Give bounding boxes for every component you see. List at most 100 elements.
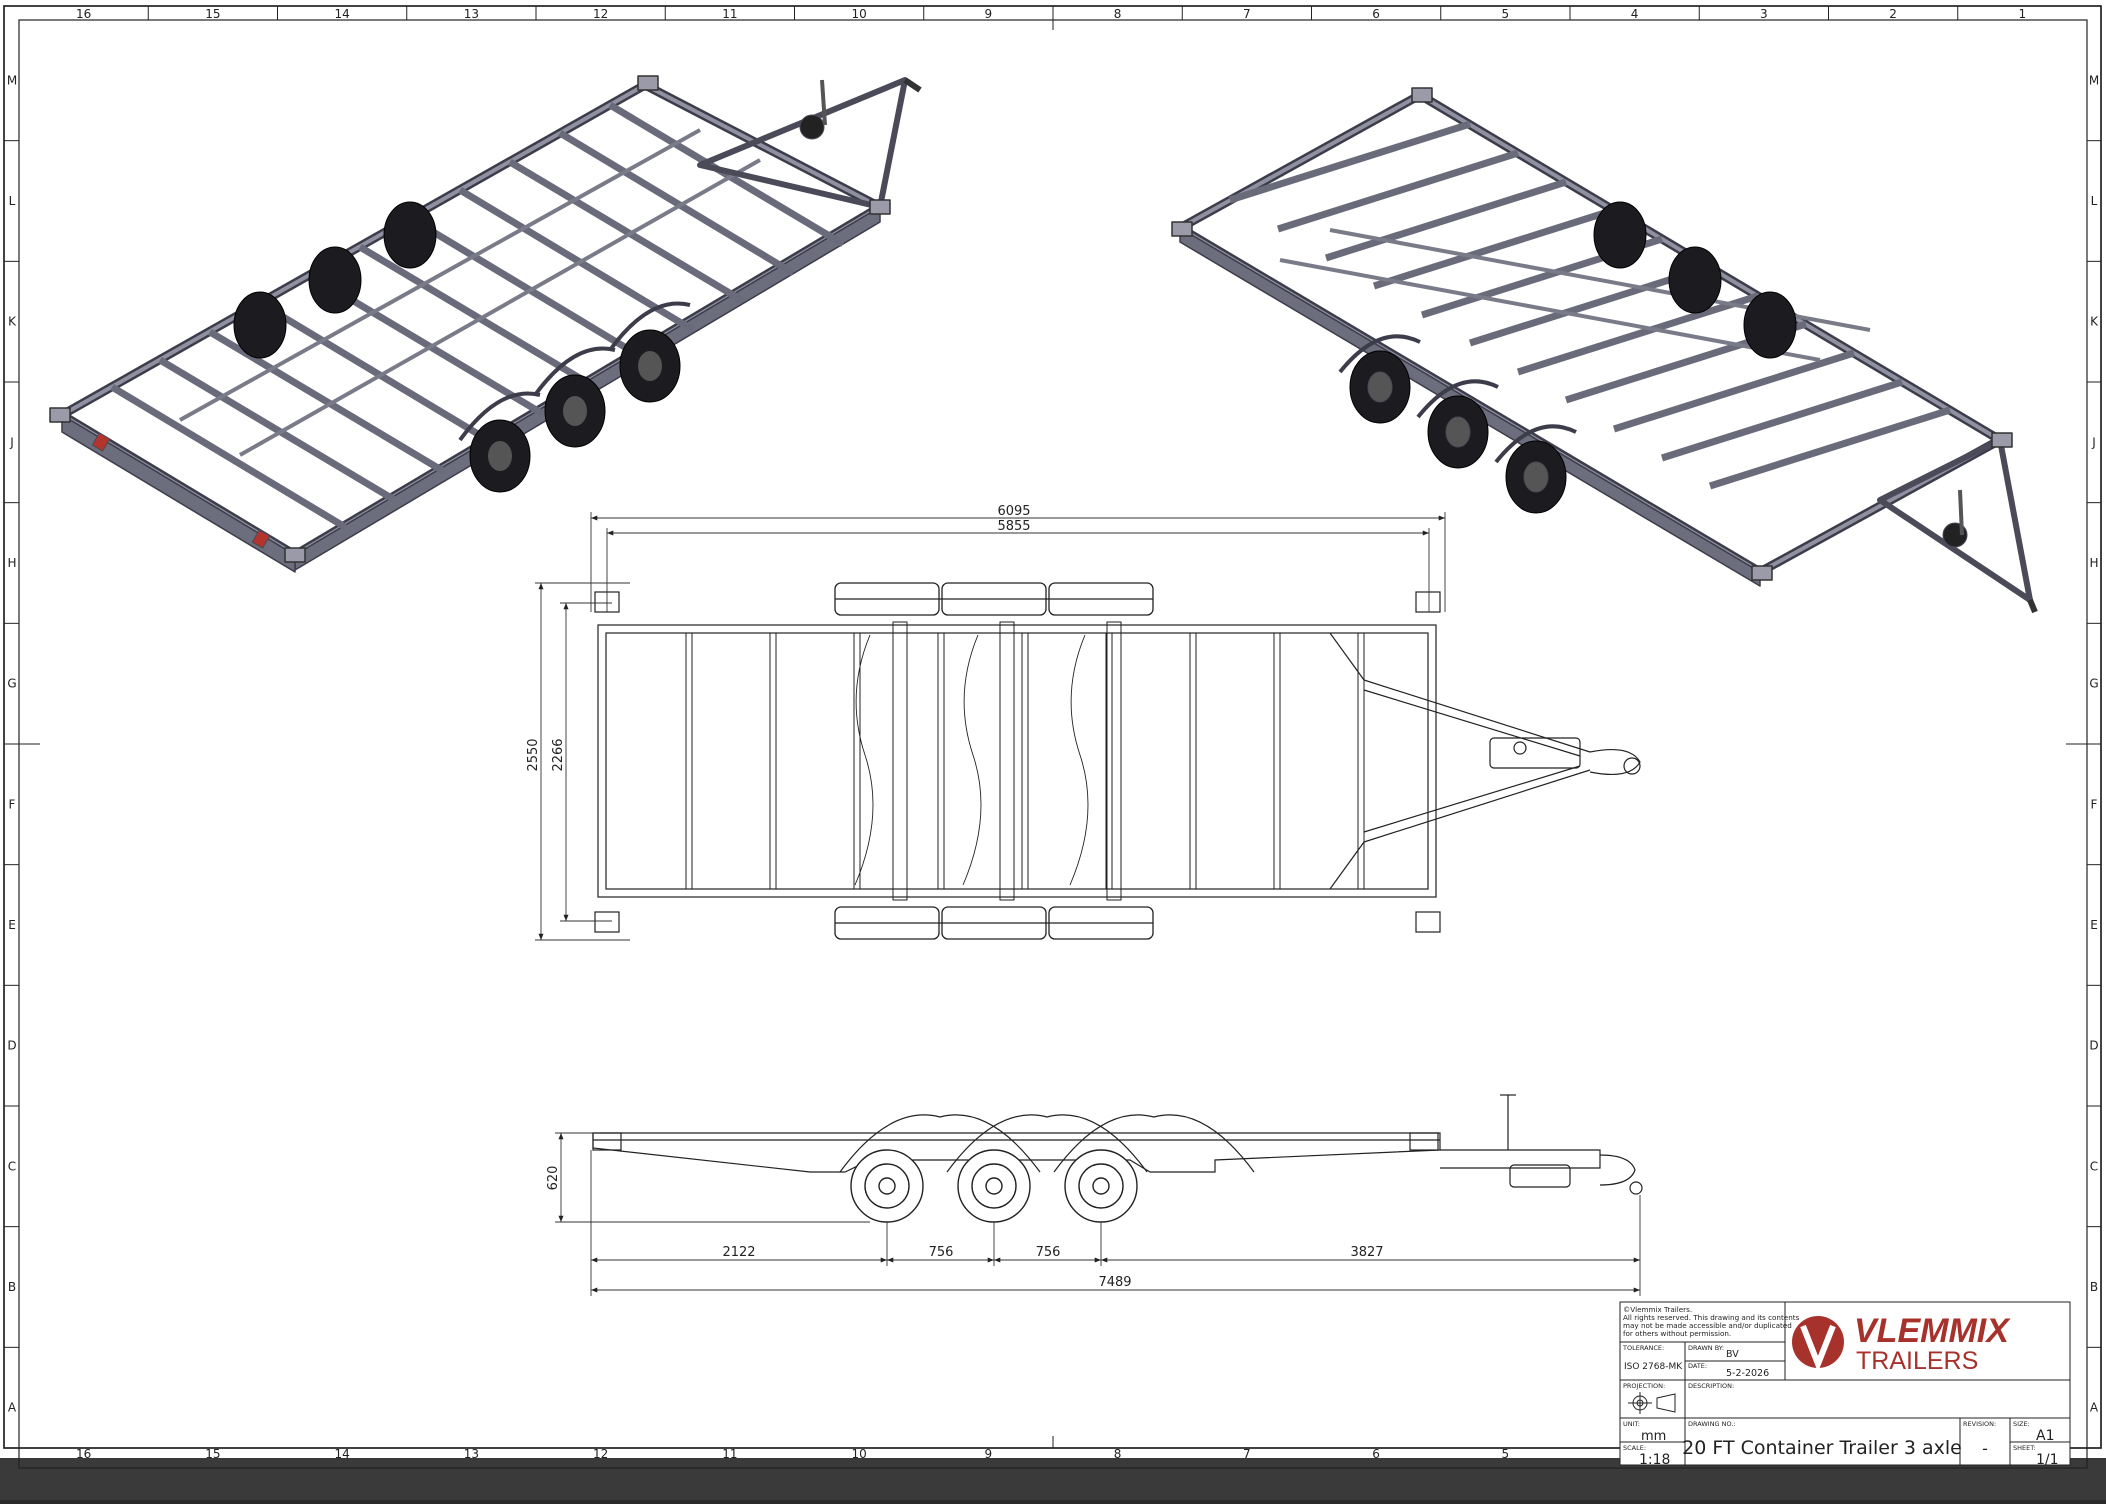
row-label-left: L [9, 194, 16, 208]
column-label-top: 8 [1114, 7, 1122, 21]
column-label-top: 13 [464, 7, 479, 21]
column-label-bottom: 12 [593, 1447, 608, 1461]
column-label-top: 2 [1889, 7, 1897, 21]
copyright-line-3: may not be made accessible and/or duplic… [1623, 1321, 1792, 1330]
sheet-value: 1/1 [2036, 1452, 2059, 1468]
row-label-right: J [2091, 435, 2096, 449]
column-label-top: 4 [1631, 7, 1639, 21]
scale-value: 1:18 [1639, 1452, 1670, 1468]
column-label-top: 6 [1372, 7, 1380, 21]
column-label-top: 7 [1243, 7, 1251, 21]
date-value: 5-2-2026 [1726, 1368, 1769, 1379]
drawing-no-label: DRAWING NO.: [1688, 1420, 1736, 1428]
date-label: DATE: [1688, 1362, 1707, 1370]
size-label: SIZE: [2013, 1420, 2030, 1428]
column-label-top: 14 [334, 7, 349, 21]
dim-overall-length: 6095 [997, 504, 1030, 519]
dim-axle-to-coupling: 3827 [1350, 1245, 1383, 1260]
column-label-bottom: 16 [76, 1447, 91, 1461]
column-label-bottom: 15 [205, 1447, 220, 1461]
column-label-bottom: 13 [464, 1447, 479, 1461]
column-label-bottom: 6 [1372, 1447, 1380, 1461]
row-label-left: C [8, 1159, 16, 1173]
row-label-right: F [2091, 797, 2098, 811]
copyright-line-1: ©Vlemmix Trailers. [1623, 1305, 1692, 1314]
row-label-left: J [9, 435, 14, 449]
scale-label: SCALE: [1623, 1444, 1646, 1452]
row-label-left: D [7, 1039, 16, 1053]
side-view-wheels [850, 1149, 1138, 1223]
column-label-top: 9 [985, 7, 993, 21]
unit-label: UNIT: [1623, 1420, 1640, 1428]
column-label-bottom: 8 [1114, 1447, 1122, 1461]
iso-view-left [49, 75, 922, 573]
column-label-top: 1 [2019, 7, 2027, 21]
column-label-bottom: 14 [334, 1447, 349, 1461]
column-label-top: 11 [722, 7, 737, 21]
row-label-left: A [8, 1401, 17, 1415]
iso-view-right [1171, 87, 2038, 614]
logo-subtitle: TRAILERS [1856, 1347, 1978, 1375]
revision-value: - [1982, 1439, 1988, 1458]
dim-axle-spacing-1: 756 [929, 1245, 954, 1260]
dim-inner-width: 2266 [551, 738, 566, 771]
title-block [1619, 1301, 2071, 1466]
row-label-right: H [2089, 556, 2098, 570]
row-label-right: L [2091, 194, 2098, 208]
column-label-top: 15 [205, 7, 220, 21]
row-label-right: D [2089, 1039, 2098, 1053]
top-view [594, 582, 1641, 940]
row-label-right: E [2090, 918, 2098, 932]
row-label-left: F [9, 797, 16, 811]
paper [0, 0, 2106, 1458]
row-label-right: M [2089, 73, 2099, 87]
column-label-top: 12 [593, 7, 608, 21]
row-label-left: M [7, 73, 17, 87]
side-view-dimensions [555, 1132, 1641, 1296]
copyright-line-2: All rights reserved. This drawing and it… [1623, 1313, 1800, 1322]
column-label-bottom: 9 [985, 1447, 993, 1461]
column-label-top: 16 [76, 7, 91, 21]
zone-grid: 1616151514141313121211111010998877665544… [4, 6, 2101, 1461]
column-label-bottom: 11 [722, 1447, 737, 1461]
dim-inner-length: 5855 [997, 519, 1030, 534]
drawing-no-value: 20 FT Container Trailer 3 axle [1682, 1437, 1962, 1459]
row-label-right: B [2090, 1280, 2098, 1294]
row-label-left: K [8, 315, 17, 329]
column-label-bottom: 10 [851, 1447, 866, 1461]
drawn-by-value: BV [1726, 1349, 1739, 1360]
size-value: A1 [2036, 1428, 2054, 1444]
top-view-dimensions [535, 512, 1446, 941]
row-label-left: E [8, 918, 16, 932]
revision-label: REVISION: [1963, 1420, 1996, 1428]
column-label-top: 10 [851, 7, 866, 21]
projection-symbol [1628, 1392, 1676, 1414]
column-label-top: 3 [1760, 7, 1768, 21]
row-label-right: K [2090, 315, 2099, 329]
dim-front-to-axle: 2122 [722, 1245, 755, 1260]
row-label-left: B [8, 1280, 16, 1294]
projection-label: PROJECTION: [1623, 1382, 1665, 1390]
copyright-line-4: for others without permission. [1623, 1329, 1731, 1338]
tolerance-label: TOLERANCE: [1622, 1344, 1664, 1352]
row-label-right: C [2090, 1159, 2098, 1173]
column-label-bottom: 7 [1243, 1447, 1251, 1461]
dim-overall-width: 2550 [526, 738, 541, 771]
row-label-right: G [2089, 677, 2098, 691]
column-label-top: 5 [1502, 7, 1510, 21]
drawn-by-label: DRAWN BY: [1688, 1344, 1724, 1352]
sheet-label: SHEET: [2013, 1444, 2036, 1452]
row-label-right: A [2090, 1401, 2099, 1415]
dim-height: 620 [546, 1166, 561, 1191]
tolerance-value: ISO 2768-MK [1624, 1362, 1683, 1372]
vlemmix-logo: VLEMMIX TRAILERS [1792, 1312, 2011, 1375]
dim-axle-spacing-2: 756 [1036, 1245, 1061, 1260]
row-label-left: G [7, 677, 16, 691]
description-label: DESCRIPTION: [1688, 1382, 1734, 1390]
column-label-bottom: 5 [1502, 1447, 1510, 1461]
dim-total-length: 7489 [1098, 1275, 1131, 1290]
row-label-left: H [7, 556, 16, 570]
unit-value: mm [1641, 1429, 1666, 1444]
